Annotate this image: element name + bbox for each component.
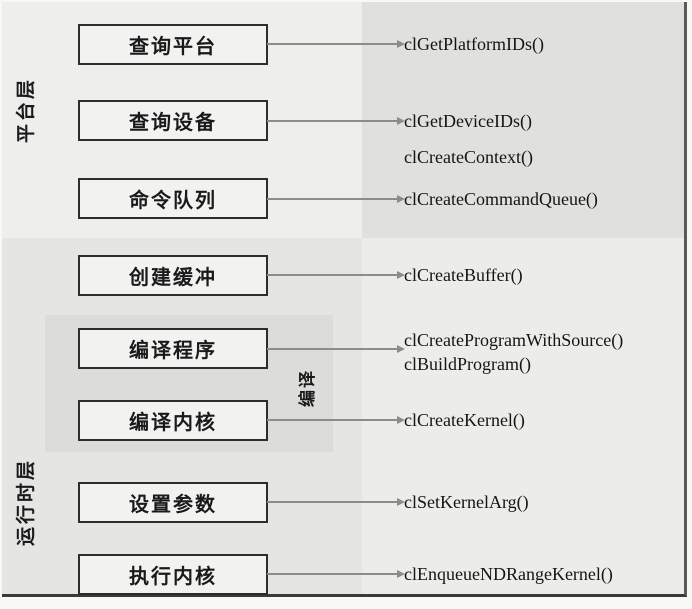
step-box-set-args: 设置参数 — [78, 482, 268, 523]
background-region-api-panel-top — [362, 2, 684, 238]
step-box-compile-program: 编译程序 — [78, 328, 268, 369]
api-label-clcreatekernel: clCreateKernel() — [404, 410, 525, 430]
arrow-icon — [267, 345, 405, 353]
step-box-query-platform: 查询平台 — [78, 24, 268, 65]
step-box-command-queue: 命令队列 — [78, 178, 268, 219]
arrow-icon — [267, 416, 405, 424]
api-label-clcreatecontext: clCreateContext() — [404, 147, 533, 167]
api-label-clcreatecommandqueue: clCreateCommandQueue() — [404, 189, 598, 209]
arrow-icon — [267, 195, 405, 203]
layer-label-platform: 平台层 — [15, 77, 37, 144]
api-label-clcreatebuffer: clCreateBuffer() — [404, 265, 523, 285]
arrow-icon — [267, 498, 405, 506]
api-label-clcreateprogramwithsource: clCreateProgramWithSource() — [404, 330, 624, 350]
arrow-icon — [267, 570, 405, 578]
api-label-clgetdeviceids: clGetDeviceIDs() — [404, 111, 532, 131]
api-label-clgetplatformids: clGetPlatformIDs() — [404, 34, 544, 54]
api-label-clbuildprogram: clBuildProgram() — [404, 354, 531, 374]
compile-group-label: 编译 — [298, 369, 318, 407]
step-box-create-buffer: 创建缓冲 — [78, 255, 268, 296]
step-box-compile-kernel: 编译内核 — [78, 400, 268, 441]
step-box-query-device: 查询设备 — [78, 100, 268, 141]
background-region-api-panel-bottom — [362, 238, 684, 594]
layer-label-runtime: 运行时层 — [15, 458, 37, 547]
diagram-frame: 平台层 运行时层 编译 查询平台 查询设备 命令队列 创建缓冲 编译程序 编译内… — [2, 2, 687, 597]
arrow-icon — [267, 271, 405, 279]
arrow-icon — [267, 117, 405, 125]
arrow-icon — [267, 40, 405, 48]
api-label-clsetkernelarg: clSetKernelArg() — [404, 492, 529, 512]
step-box-execute-kernel: 执行内核 — [78, 554, 268, 595]
api-label-clenqueuendrangekernel: clEnqueueNDRangeKernel() — [404, 564, 613, 584]
